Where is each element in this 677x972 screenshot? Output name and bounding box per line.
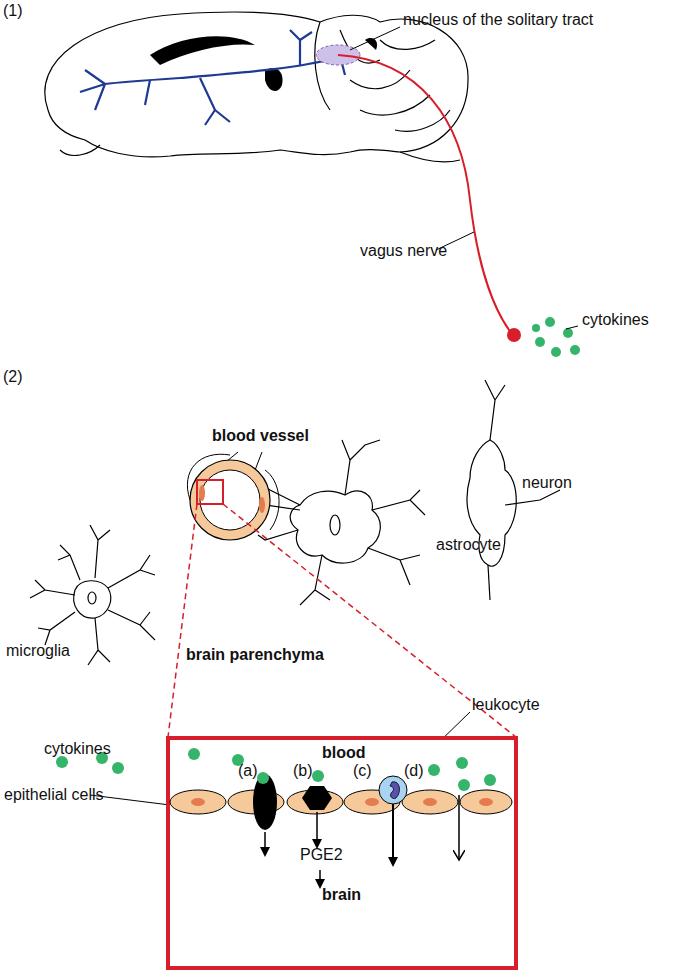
cell-label: astrocyte bbox=[436, 536, 501, 554]
panel-number: (1) bbox=[3, 2, 23, 20]
pathway-label: (a) bbox=[238, 762, 258, 780]
migration-arrow bbox=[392, 804, 394, 862]
receptor bbox=[302, 786, 332, 810]
region-label: brain parenchyma bbox=[186, 646, 324, 664]
cytokine-dots-blood bbox=[56, 748, 496, 791]
structure-label: blood vessel bbox=[212, 427, 309, 445]
pge2-arrow bbox=[316, 812, 318, 844]
zoom-square bbox=[197, 480, 223, 504]
molecule-label: PGE2 bbox=[300, 846, 343, 864]
pathway-label: (d) bbox=[404, 762, 424, 780]
inset-box bbox=[168, 738, 516, 968]
compartment-label: brain bbox=[322, 886, 361, 904]
cell-label: neuron bbox=[522, 474, 572, 492]
nerve-ending bbox=[507, 328, 521, 342]
diffusion-arrow bbox=[458, 795, 460, 860]
blood-vessel bbox=[187, 454, 279, 540]
cell-label: epithelial cells bbox=[4, 786, 104, 804]
cell-label: microglia bbox=[6, 642, 70, 660]
zoom-lines bbox=[168, 504, 516, 737]
brain-outline bbox=[45, 12, 468, 162]
leader-lines bbox=[90, 27, 578, 805]
vagus-nerve bbox=[338, 55, 512, 334]
astrocyte bbox=[255, 440, 425, 605]
cell-label: leukocyte bbox=[472, 696, 540, 714]
pathway-label: (b) bbox=[293, 762, 313, 780]
vagal-projections bbox=[80, 30, 345, 125]
epithelial-cells bbox=[170, 790, 512, 814]
brain-arrow bbox=[319, 870, 321, 884]
compartment-label: blood bbox=[322, 744, 366, 762]
structure-label: nucleus of the solitary tract bbox=[403, 11, 593, 29]
transport-arrow bbox=[264, 832, 266, 852]
ventricle bbox=[150, 36, 377, 91]
structure-label: vagus nerve bbox=[360, 242, 447, 260]
cell-label: cytokines bbox=[582, 311, 649, 329]
pathway-label: (c) bbox=[353, 762, 372, 780]
molecule-label: cytokines bbox=[44, 740, 111, 758]
panel-number: (2) bbox=[3, 368, 23, 386]
leukocyte bbox=[379, 776, 407, 804]
cytokine-dots bbox=[532, 317, 580, 357]
